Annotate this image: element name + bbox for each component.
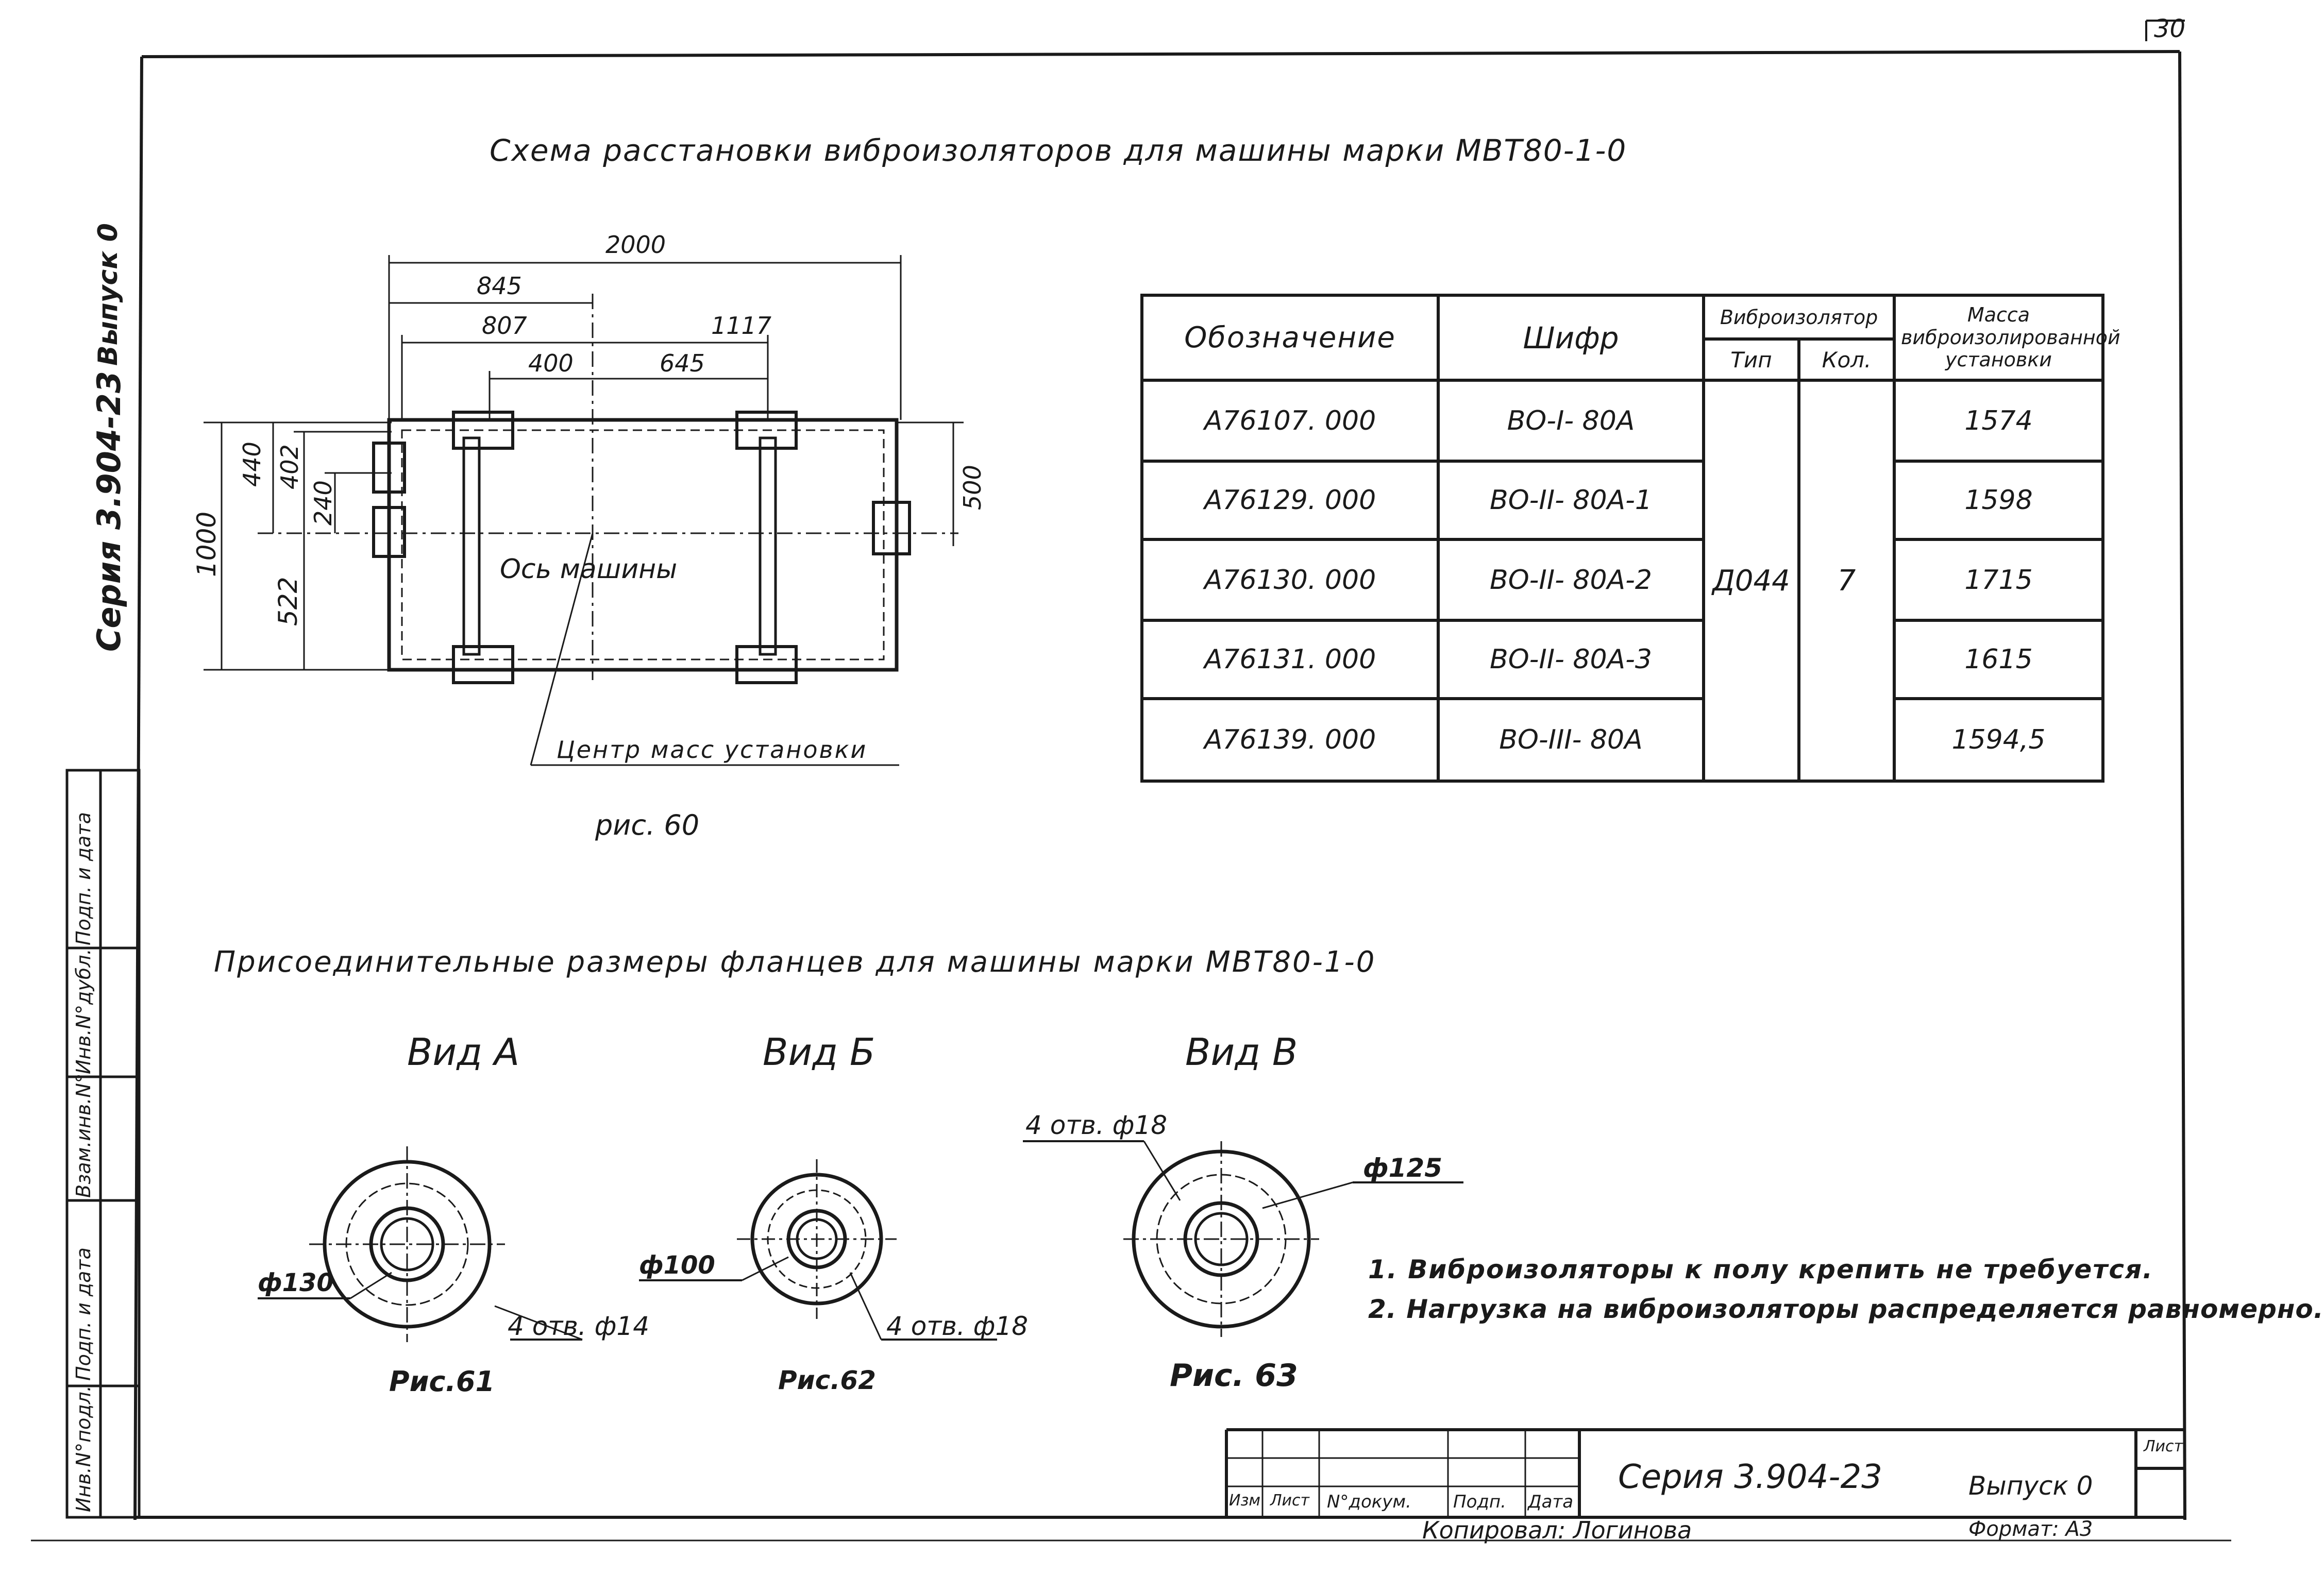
axis-label: Ось машины — [500, 554, 678, 585]
header-code: Шифр — [1437, 294, 1705, 382]
frame-scheme — [258, 294, 958, 684]
flange-a-drawing — [258, 1146, 583, 1342]
dim-240: 240 — [309, 480, 337, 526]
header-qty: Кол. — [1797, 337, 1896, 382]
dim-400: 400 — [528, 349, 574, 377]
tb-format: Формат: А3 — [1968, 1517, 2093, 1541]
issue-vertical: Выпуск 0 — [93, 223, 124, 366]
row-2-mass: 1598 — [1893, 460, 2104, 541]
tb-sheet-label: Лист — [2144, 1437, 2183, 1455]
view-b-title: Вид Б — [763, 1030, 875, 1074]
fig-60-caption: рис. 60 — [595, 809, 700, 841]
spec-table: Обозначение Шифр Виброизолятор Масса виб… — [1140, 294, 2120, 783]
dim-645: 645 — [660, 349, 705, 377]
row-1-code: ВО-I- 80А — [1437, 379, 1705, 463]
dim-1000: 1000 — [192, 511, 222, 577]
row-1-mass: 1574 — [1893, 379, 2104, 463]
title-block-frame — [1225, 1428, 2185, 1517]
dim-522: 522 — [273, 577, 303, 626]
tb-issue: Выпуск 0 — [1968, 1471, 2093, 1501]
row-2-designation: А76129. 000 — [1140, 460, 1440, 541]
note-1: 1. Виброизоляторы к полу крепить не треб… — [1368, 1255, 2154, 1284]
side-stamp-cell-5: Подп. и дата — [72, 812, 95, 945]
dim-402: 402 — [276, 444, 304, 489]
header-designation: Обозначение — [1140, 294, 1440, 382]
header-type: Тип — [1702, 337, 1800, 382]
flange-b-drawing — [639, 1159, 997, 1341]
dim-440: 440 — [238, 442, 266, 487]
view-b-diameter: ф100 — [639, 1251, 715, 1280]
view-a-title: Вид А — [407, 1030, 520, 1074]
dim-2000: 2000 — [605, 231, 666, 259]
dim-1117: 1117 — [711, 312, 772, 340]
view-c-title: Вид В — [1185, 1030, 1298, 1074]
tb-col-doc: N°докум. — [1327, 1492, 1411, 1512]
isolator-qty: 7 — [1797, 379, 1896, 783]
series-vertical: Серия 3.904-23 — [90, 371, 128, 652]
side-stamp-cell-3: Взам.инв.N° — [72, 1073, 95, 1198]
flange-c-drawing — [1023, 1140, 1463, 1337]
tb-copied: Копировал: Логинова — [1422, 1516, 1692, 1544]
dim-500: 500 — [958, 465, 986, 510]
dim-807: 807 — [482, 312, 527, 340]
center-of-mass-label: Центр масс установки — [557, 736, 868, 764]
row-4-code: ВО-II- 80А-3 — [1437, 619, 1705, 700]
view-a-diameter: ф130 — [258, 1268, 334, 1297]
tb-col-date: Дата — [1528, 1492, 1574, 1512]
scheme-dimensions — [204, 255, 964, 766]
view-c-holes: 4 отв. ф18 — [1025, 1110, 1168, 1140]
tb-col-list: Лист — [1270, 1492, 1310, 1510]
view-a-holes: 4 отв. ф14 — [508, 1311, 650, 1341]
header-mass: Масса виброизолированной установки — [1893, 294, 2120, 382]
fig-62-caption: Рис.62 — [778, 1365, 876, 1395]
page-number: 30 — [2154, 14, 2186, 43]
view-c-diameter: ф125 — [1363, 1153, 1442, 1183]
tb-series: Серия 3.904-23 — [1618, 1458, 1882, 1496]
side-stamp-cell-4: Инв.N°дубл. — [72, 949, 95, 1074]
isolator-type: Д044 — [1702, 379, 1800, 783]
side-stamp-cell-2: Подп. и дата — [72, 1247, 95, 1381]
fig-63-caption: Рис. 63 — [1170, 1358, 1298, 1394]
header-isolator: Виброизолятор — [1702, 294, 1896, 341]
row-5-code: ВО-III- 80А — [1437, 697, 1705, 783]
row-5-designation: А76139. 000 — [1140, 697, 1440, 783]
side-stamp-frame — [65, 769, 141, 1519]
view-b-holes: 4 отв. ф18 — [886, 1311, 1029, 1341]
side-stamp-cell-1: Инв.N°подл. — [72, 1385, 95, 1512]
row-5-mass: 1594,5 — [1893, 697, 2104, 783]
drawing-sheet — [31, 20, 2231, 1542]
row-3-mass: 1715 — [1893, 538, 2104, 622]
scheme-title: Схема расстановки виброизоляторов для ма… — [490, 133, 1627, 168]
row-2-code: ВО-II- 80А-1 — [1437, 460, 1705, 541]
sheet-frame — [31, 20, 2231, 1542]
row-4-designation: А76131. 000 — [1140, 619, 1440, 700]
row-1-designation: А76107. 000 — [1140, 379, 1440, 463]
row-3-code: ВО-II- 80А-2 — [1437, 538, 1705, 622]
flanges-title: Присоединительные размеры фланцев для ма… — [214, 945, 1376, 979]
tb-col-sign: Подп. — [1453, 1492, 1506, 1512]
tb-col-izm: Изм — [1229, 1492, 1261, 1510]
row-3-designation: А76130. 000 — [1140, 538, 1440, 622]
dim-845: 845 — [477, 272, 522, 300]
row-4-mass: 1615 — [1893, 619, 2104, 700]
note-2: 2. Нагрузка на виброизоляторы распределя… — [1368, 1294, 2324, 1324]
fig-61-caption: Рис.61 — [389, 1365, 495, 1398]
